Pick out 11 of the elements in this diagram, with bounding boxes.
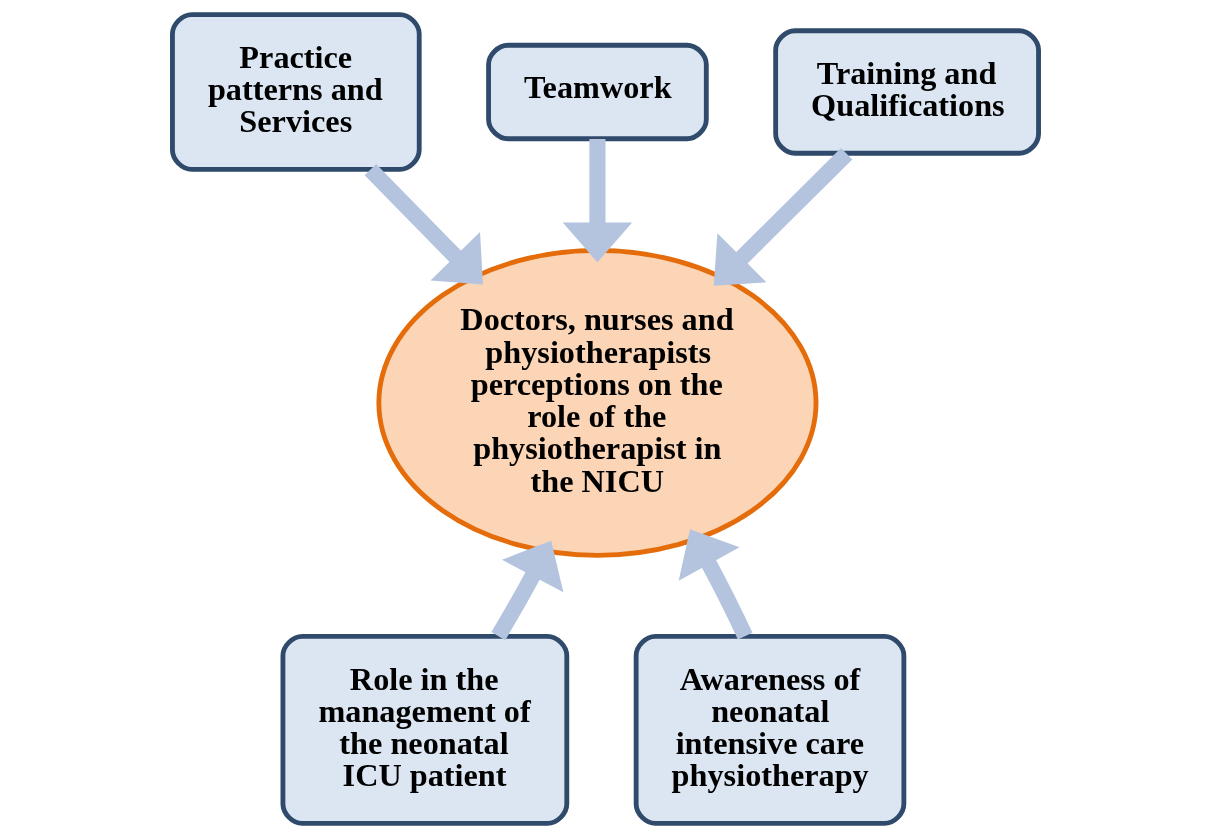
- node-box: Practice patterns and Services: [169, 12, 422, 172]
- arrow: [713, 147, 852, 286]
- arrow: [678, 529, 752, 640]
- node-box: Awareness of neonatal intensive care physiotherapy: [633, 633, 906, 826]
- node-ellipse: Doctors, nurses and physiotherapists perceptions on the role of the physiotherapist in the NICU: [375, 248, 818, 558]
- arrow: [490, 540, 563, 641]
- arrow: [364, 164, 483, 285]
- arrow: [562, 139, 632, 263]
- node-box: Teamwork: [485, 42, 709, 142]
- node-box: Training and Qualifications: [772, 28, 1041, 156]
- node-box: Role in the management of the neonatal ICU patient: [280, 633, 569, 826]
